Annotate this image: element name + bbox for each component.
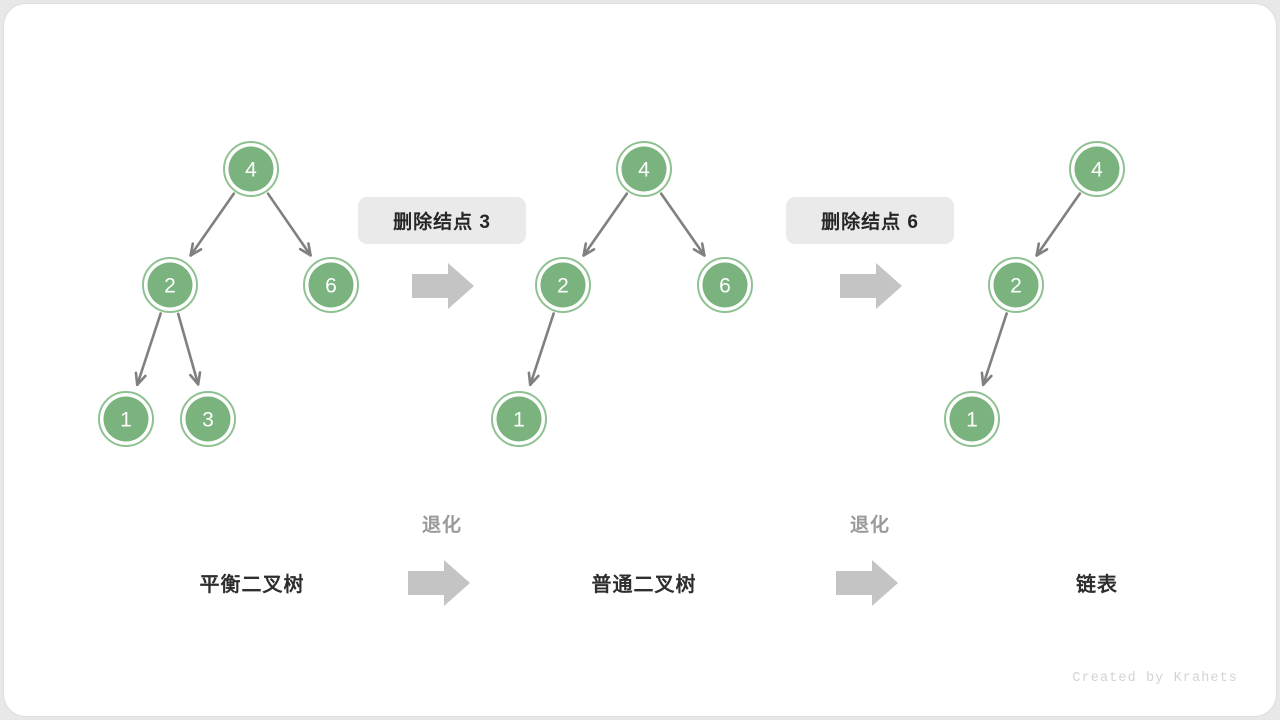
tree-edge [176,312,200,386]
transition-arrow-delete-3 [412,263,474,309]
tree-graphics: 4 2 6 1 3 4 2 6 1 4 2 1 [98,141,1125,606]
node-white-gap [493,393,545,445]
tree-nodes-ordinary: 4 2 6 1 [491,141,753,447]
tree-edges-balanced [134,192,312,387]
node-white-gap [144,259,196,311]
node-white-gap [946,393,998,445]
node-circle [147,262,193,308]
node-circle [540,262,586,308]
node-value-label: 2 [1010,275,1022,298]
node-outer-ring [697,257,753,313]
tree-edges-linked-list [980,192,1082,387]
tree-node-6[interactable]: 6 [303,257,359,313]
node-circle [185,396,231,442]
tree-edge-arrowhead [527,371,540,387]
node-circle [308,262,354,308]
tree-node-4[interactable]: 4 [616,141,672,197]
tree-node-1[interactable]: 1 [98,391,154,447]
stage-caption-balanced: 平衡二叉树 [199,574,305,596]
stage-caption-linked-list: 链表 [1076,574,1118,596]
node-circle [702,262,748,308]
node-white-gap [305,259,357,311]
node-value-label: 6 [719,275,731,298]
operation-chip-delete-3: 删除结点 3 [358,197,526,244]
node-white-gap [990,259,1042,311]
node-circle [993,262,1039,308]
node-outer-ring [223,141,279,197]
node-white-gap [225,143,277,195]
tree-edge [981,312,1008,387]
node-value-label: 3 [202,409,214,432]
tree-edge-arrowhead [189,371,202,386]
transition-arrow-delete-6 [840,263,902,309]
tree-edge [189,192,236,257]
tree-edge [266,192,312,257]
node-circle [949,396,995,442]
degrade-label-delete-3: 退化 [421,515,463,536]
node-outer-ring [535,257,591,313]
node-value-label: 4 [245,159,257,182]
tree-edges-ordinary [527,192,706,387]
tree-edge [528,312,555,387]
tree-edge [135,312,162,387]
node-value-label: 2 [164,275,176,298]
node-white-gap [1071,143,1123,195]
node-outer-ring [616,141,672,197]
tree-edge-arrowhead [980,371,993,387]
node-value-label: 1 [120,409,132,432]
tree-node-6[interactable]: 6 [697,257,753,313]
tree-nodes-balanced: 4 2 6 1 3 [98,141,359,447]
node-value-label: 1 [966,409,978,432]
tree-edge-arrowhead [298,242,312,257]
node-white-gap [618,143,670,195]
tree-edge-arrowhead [134,371,147,387]
tree-edge [582,192,629,257]
node-white-gap [699,259,751,311]
node-value-label: 6 [325,275,337,298]
tree-node-2[interactable]: 2 [535,257,591,313]
node-outer-ring [142,257,198,313]
tree-edge-arrowhead [189,242,203,257]
node-circle [496,396,542,442]
node-circle [1074,146,1120,192]
node-outer-ring [1069,141,1125,197]
degrade-arrow-delete-6 [836,560,898,606]
degrade-arrow-delete-3 [408,560,470,606]
tree-nodes-linked-list: 4 2 1 [944,141,1125,447]
node-value-label: 2 [557,275,569,298]
node-outer-ring [491,391,547,447]
diagram-stage: 4 2 6 1 3 4 2 6 1 4 2 1 删除结点 3 退化 删除结点 6 退化平衡二叉树 普通二叉树 链… [4,4,1276,716]
diagram-card: 4 2 6 1 3 4 2 6 1 4 2 1 删除结点 3 退化 删除结点 6 退化平衡二叉树 普通二叉树 链… [4,4,1276,716]
watermark-credit: Created by Krahets [1072,671,1238,686]
node-white-gap [100,393,152,445]
tree-node-1[interactable]: 1 [491,391,547,447]
node-value-label: 4 [1091,159,1103,182]
degrade-label-delete-6: 退化 [849,515,891,536]
tree-node-3[interactable]: 3 [180,391,236,447]
node-outer-ring [303,257,359,313]
operation-chip-delete-6: 删除结点 6 [786,197,954,244]
node-circle [621,146,667,192]
tree-edge-arrowhead [692,242,706,257]
tree-node-1[interactable]: 1 [944,391,1000,447]
tree-node-4[interactable]: 4 [223,141,279,197]
node-outer-ring [98,391,154,447]
node-outer-ring [180,391,236,447]
stage-caption-ordinary: 普通二叉树 [591,574,697,596]
node-outer-ring [988,257,1044,313]
tree-edge-arrowhead [1035,242,1049,257]
node-outer-ring [944,391,1000,447]
node-circle [228,146,274,192]
tree-edge [659,192,706,257]
tree-node-2[interactable]: 2 [142,257,198,313]
tree-node-4[interactable]: 4 [1069,141,1125,197]
tree-edge [1035,192,1082,257]
node-value-label: 4 [638,159,650,182]
tree-node-2[interactable]: 2 [988,257,1044,313]
node-circle [103,396,149,442]
node-value-label: 1 [513,409,525,432]
tree-edge-arrowhead [582,242,596,257]
node-white-gap [537,259,589,311]
node-white-gap [182,393,234,445]
